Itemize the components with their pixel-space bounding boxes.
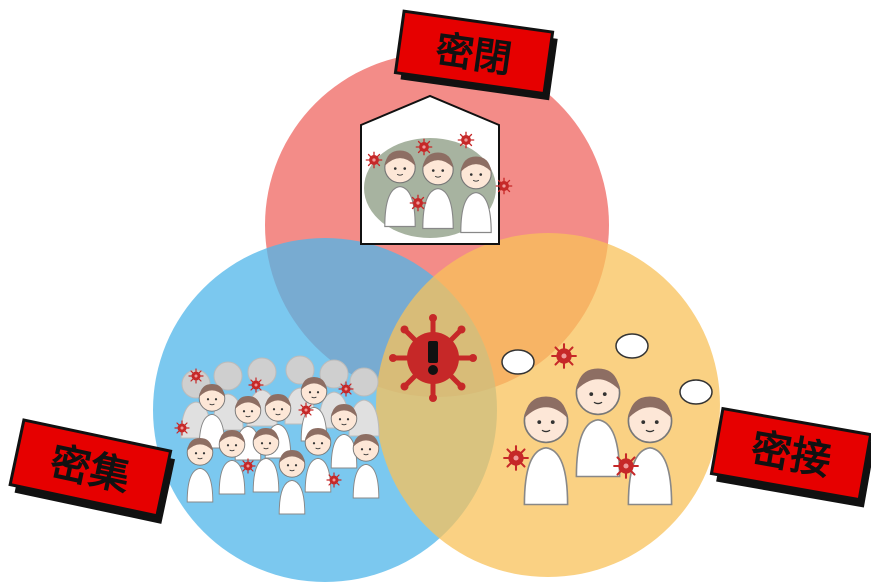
talking-people-icon	[501, 333, 713, 506]
label-closed-text: 密閉	[433, 27, 514, 81]
house-people-icon	[360, 94, 513, 245]
label-close-contact: 密接	[709, 406, 871, 508]
label-closed: 密閉	[393, 9, 558, 101]
virus-alert-icon	[389, 314, 477, 402]
label-crowded: 密集	[8, 418, 176, 524]
